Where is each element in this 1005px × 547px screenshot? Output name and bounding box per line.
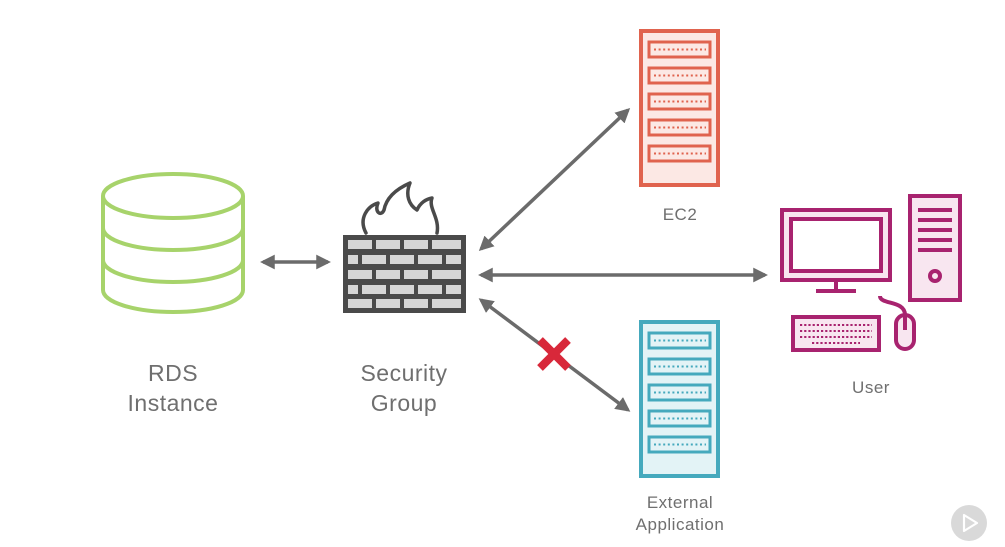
rds-instance-label: RDS Instance bbox=[103, 358, 243, 418]
play-button[interactable] bbox=[951, 505, 987, 541]
security-group-label-line2: Group bbox=[370, 390, 438, 416]
ec2-label-text: EC2 bbox=[662, 205, 698, 224]
user-label-text: User bbox=[852, 378, 890, 397]
firewall-icon bbox=[343, 181, 466, 313]
desktop-computer-icon bbox=[780, 194, 962, 352]
rds-label-line1: RDS bbox=[147, 360, 199, 386]
flame-icon bbox=[361, 181, 440, 235]
user-label: User bbox=[821, 377, 921, 399]
security-group-label-line1: Security bbox=[360, 360, 448, 386]
rds-label-line2: Instance bbox=[127, 390, 219, 416]
database-icon bbox=[101, 172, 245, 314]
ec2-server-rack-icon bbox=[639, 29, 720, 187]
play-icon bbox=[962, 513, 979, 533]
external-application-server-rack-icon bbox=[639, 320, 720, 478]
ec2-label: EC2 bbox=[630, 204, 730, 226]
x-mark-icon bbox=[537, 337, 571, 371]
security-group-label: Security Group bbox=[334, 358, 474, 418]
external-application-label-line1: External bbox=[646, 493, 714, 512]
arrow-security-group-ec2 bbox=[478, 107, 631, 252]
external-application-label: External Application bbox=[610, 492, 750, 536]
keyboard-icon bbox=[791, 315, 881, 352]
external-application-label-line2: Application bbox=[635, 515, 725, 534]
